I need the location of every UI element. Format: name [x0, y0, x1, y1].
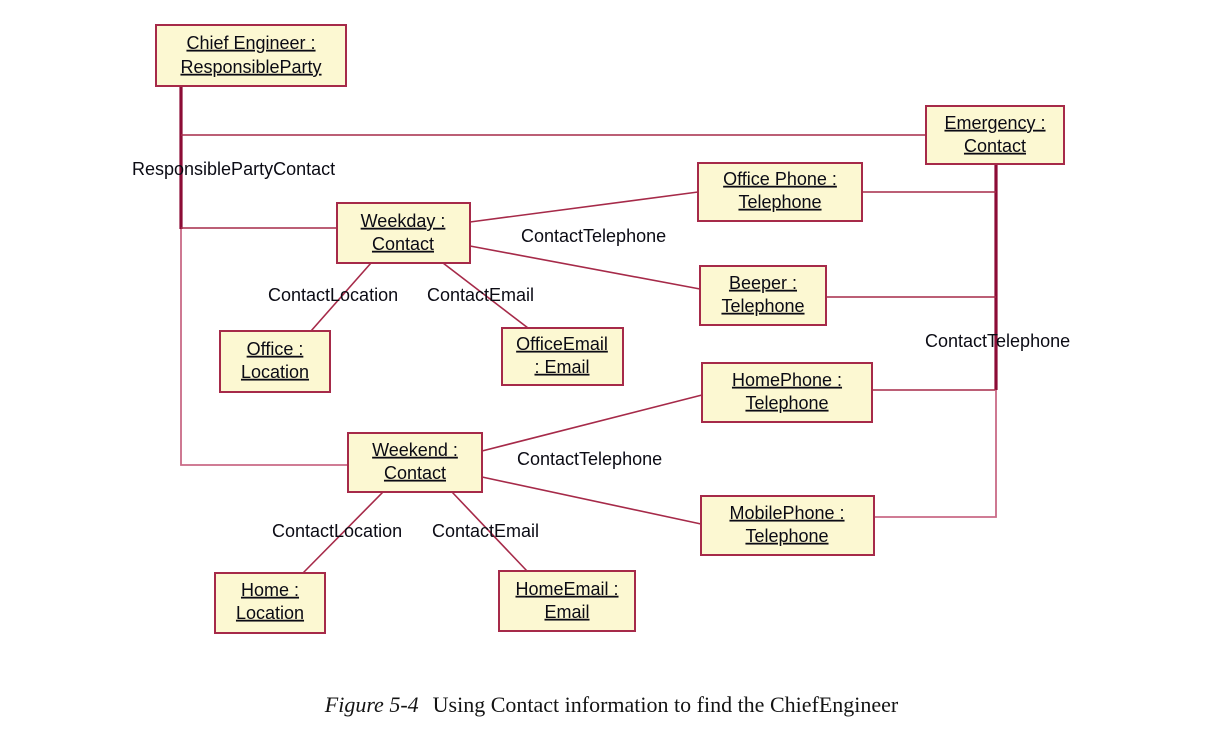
edge-label-responsible-party-contact: ResponsiblePartyContact [132, 159, 335, 179]
object-node-box [501, 327, 624, 386]
object-node-line2: Contact [964, 136, 1026, 156]
edge-weekend-to-home-email [451, 491, 528, 572]
object-node-line1: HomeEmail : [515, 579, 618, 599]
object-node-box [347, 432, 483, 493]
object-node-line2: Telephone [721, 296, 804, 316]
object-node-office-phone[interactable]: Office Phone : Telephone [697, 162, 863, 222]
object-node-home-phone[interactable]: HomePhone : Telephone [701, 362, 873, 423]
object-node-beeper[interactable]: Beeper : Telephone [699, 265, 827, 326]
object-node-line1: Home : [241, 580, 299, 600]
object-node-line1: Weekend : [372, 440, 458, 460]
edge-weekend-to-home-location [302, 491, 384, 574]
object-node-box [925, 105, 1065, 165]
edge-weekday-to-office-location [310, 262, 372, 332]
object-node-line1: Office Phone : [723, 169, 837, 189]
object-node-weekend-contact[interactable]: Weekend : Contact [347, 432, 483, 493]
figure-caption: Figure 5-4 Using Contact information to f… [0, 692, 1223, 718]
object-node-box [699, 265, 827, 326]
object-node-box [214, 572, 326, 634]
object-node-line2: Contact [384, 463, 446, 483]
object-node-line2: Location [241, 362, 309, 382]
object-node-line1: Weekday : [361, 211, 446, 231]
object-node-line1: OfficeEmail [516, 334, 608, 354]
edge-label-contact-telephone-weekend: ContactTelephone [517, 449, 662, 469]
edge-weekday-to-office-phone [469, 191, 699, 223]
edge-label-contact-email-weekday: ContactEmail [427, 285, 534, 305]
object-node-emergency-contact[interactable]: Emergency : Contact [925, 105, 1065, 165]
object-node-home-email[interactable]: HomeEmail : Email [498, 570, 636, 632]
object-node-box [498, 570, 636, 632]
object-node-box [700, 495, 875, 556]
object-node-office-location[interactable]: Office : Location [219, 330, 331, 393]
object-node-line1: Chief Engineer : [186, 33, 315, 53]
edge-label-contact-location-weekend: ContactLocation [272, 521, 402, 541]
object-node-line2: Telephone [738, 192, 821, 212]
object-node-line2: Contact [372, 234, 434, 254]
object-node-line2: Email [544, 602, 589, 622]
object-node-line1: Emergency : [944, 113, 1045, 133]
object-node-box [697, 162, 863, 222]
figure-number: Figure 5-4 [324, 692, 419, 717]
object-node-weekday-contact[interactable]: Weekday : Contact [336, 202, 471, 264]
object-node-chief-engineer[interactable]: Chief Engineer : ResponsibleParty [155, 24, 347, 87]
object-node-line1: HomePhone : [732, 370, 842, 390]
object-node-line2: ResponsibleParty [180, 57, 321, 77]
object-node-line1: Office : [247, 339, 304, 359]
object-node-line1: MobilePhone : [729, 503, 844, 523]
edge-weekend-to-mobile-phone [481, 476, 702, 525]
edge-label-contact-email-weekend: ContactEmail [432, 521, 539, 541]
object-node-mobile-phone[interactable]: MobilePhone : Telephone [700, 495, 875, 556]
edge-emergency-to-mobile-phone [874, 390, 997, 518]
edge-label-contact-location-weekday: ContactLocation [268, 285, 398, 305]
connector-layer [179, 86, 998, 574]
edge-weekend-to-home-phone [481, 394, 703, 452]
object-node-box [336, 202, 471, 264]
object-node-box [701, 362, 873, 423]
object-node-office-email[interactable]: OfficeEmail : Email [501, 327, 624, 386]
edge-weekday-to-office-email [442, 262, 529, 329]
figure-caption-text: Using Contact information to find the Ch… [432, 692, 899, 717]
object-node-line2: Location [236, 603, 304, 623]
node-layer: Chief Engineer : ResponsibleParty Emerge… [155, 24, 1065, 634]
edge-label-layer: ResponsiblePartyContact ContactTelephone… [132, 159, 1070, 541]
object-node-home-location[interactable]: Home : Location [214, 572, 326, 634]
object-node-box [219, 330, 331, 393]
edge-label-contact-telephone-emergency: ContactTelephone [925, 331, 1070, 351]
object-node-line1: Beeper : [729, 273, 797, 293]
object-node-line2: Telephone [745, 393, 828, 413]
edge-label-contact-telephone-weekday: ContactTelephone [521, 226, 666, 246]
object-node-line2: : Email [534, 357, 589, 377]
edge-weekday-to-beeper [469, 245, 701, 290]
object-node-box [155, 24, 347, 87]
edge-chief-to-weekend [180, 229, 348, 466]
object-node-line2: Telephone [745, 526, 828, 546]
